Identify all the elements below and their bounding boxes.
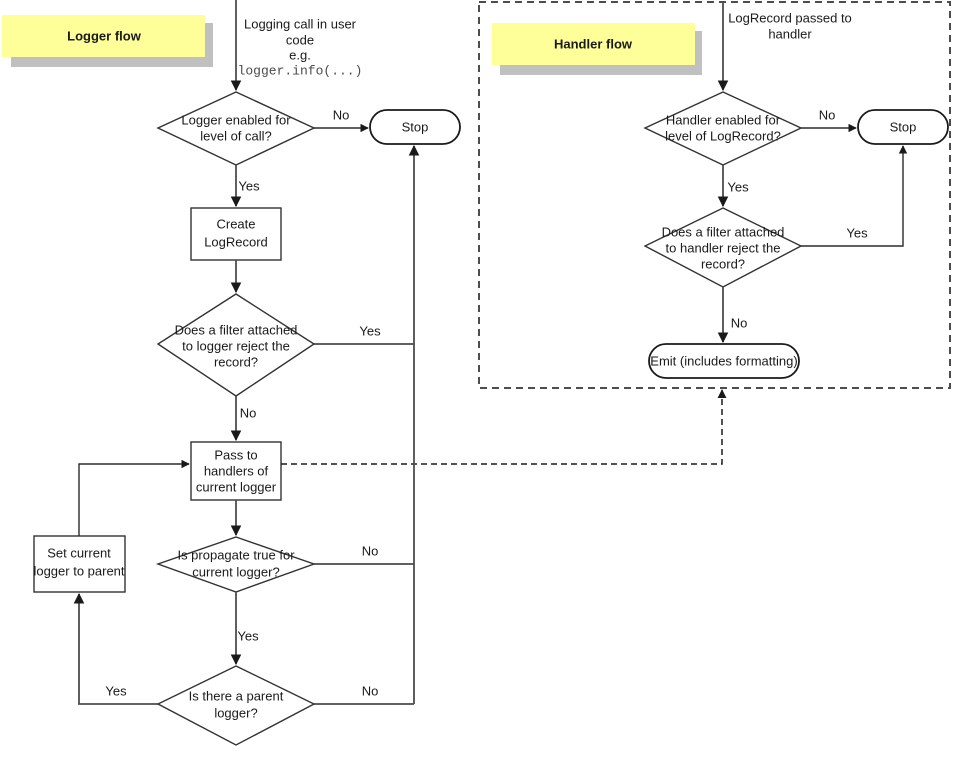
handler-flow-banner-box xyxy=(492,23,695,65)
edge-label-parent-logger-yes: Yes xyxy=(105,683,127,698)
node-pass-to-handlers-line3: current logger xyxy=(196,479,277,494)
node-handler-enabled: Handler enabled for level of LogRecord? xyxy=(643,91,803,166)
node-is-propagate-line1: Is propagate true for xyxy=(177,547,295,562)
node-handler-filter-line2: to handler reject the xyxy=(666,240,781,255)
node-handler-filter: Does a filter attached to handler reject… xyxy=(643,207,803,288)
node-logger-stop: Stop xyxy=(369,109,461,145)
node-pass-to-handlers-line1: Pass to xyxy=(214,447,257,462)
node-pass-to-handlers: Pass to handlers of current logger xyxy=(190,441,282,501)
logger-flow-banner: Logger flow xyxy=(2,15,213,67)
logger-entry-caption-line2: code xyxy=(286,32,314,47)
edge-pass-to-handler-flow xyxy=(281,389,727,465)
edge-label-logger-enabled-no: No xyxy=(333,107,350,122)
handler-entry-caption-line2: handler xyxy=(768,26,812,41)
edge-label-logger-enabled-yes: Yes xyxy=(238,178,260,193)
node-set-current-logger-line1: Set current xyxy=(47,545,111,560)
edge-label-handler-filter-yes: Yes xyxy=(846,225,868,240)
logger-entry-caption-code: logger.info(...) xyxy=(238,63,363,78)
handler-flow-banner-label: Handler flow xyxy=(554,36,633,51)
node-create-logrecord: Create LogRecord xyxy=(190,207,282,261)
node-logger-stop-label: Stop xyxy=(402,119,429,134)
node-create-logrecord-line2: LogRecord xyxy=(204,234,268,249)
node-set-current-logger-to-parent: Set current logger to parent xyxy=(33,535,126,593)
node-logger-enabled-line2: level of call? xyxy=(200,128,272,143)
handler-entry-caption: LogRecord passed to handler xyxy=(728,10,852,41)
node-parent-logger-line2: logger? xyxy=(214,705,257,720)
handler-entry-caption-line1: LogRecord passed to xyxy=(728,10,852,25)
node-set-current-logger-shape xyxy=(33,535,126,593)
edge-label-parent-logger-no: No xyxy=(362,683,379,698)
node-parent-logger-line1: Is there a parent xyxy=(189,688,284,703)
node-pass-to-handlers-shape xyxy=(190,441,282,501)
edge-label-logger-filter-no: No xyxy=(240,405,257,420)
node-handler-filter-line1: Does a filter attached xyxy=(662,224,785,239)
edge-label-handler-enabled-no: No xyxy=(819,107,836,122)
node-logger-filter: Does a filter attached to logger reject … xyxy=(156,293,316,397)
edge-label-propagate-yes: Yes xyxy=(237,628,259,643)
logger-flow-banner-label: Logger flow xyxy=(67,28,142,43)
edge-label-logger-filter-yes: Yes xyxy=(359,323,381,338)
handler-flow-banner: Handler flow xyxy=(492,23,702,75)
logger-flow-banner-box xyxy=(2,15,205,57)
node-logger-filter-line2: to logger reject the xyxy=(182,338,290,353)
node-handler-enabled-line2: level of LogRecord? xyxy=(665,128,781,143)
node-is-propagate-line2: current logger? xyxy=(192,564,279,579)
edge-label-handler-enabled-yes: Yes xyxy=(727,179,749,194)
handler-flow-region-border xyxy=(478,1,951,389)
node-emit: Emit (includes formatting) xyxy=(648,343,800,379)
logger-entry-caption-line1: Logging call in user xyxy=(244,16,357,31)
node-logger-filter-line3: record? xyxy=(214,354,258,369)
node-emit-shape xyxy=(648,343,800,379)
edge-set-parent-to-pass xyxy=(78,459,190,536)
node-logger-enabled: Logger enabled for level of call? xyxy=(156,91,316,166)
edge-handler-filter-yes xyxy=(801,145,908,247)
edge-label-handler-filter-no: No xyxy=(731,315,748,330)
node-handler-stop-shape xyxy=(857,109,949,145)
node-parent-logger: Is there a parent logger? xyxy=(156,665,316,746)
node-handler-stop-label: Stop xyxy=(890,119,917,134)
node-handler-stop: Stop xyxy=(857,109,949,145)
node-pass-to-handlers-line2: handlers of xyxy=(204,463,269,478)
edge-label-propagate-no: No xyxy=(362,543,379,558)
node-logger-filter-line1: Does a filter attached xyxy=(175,322,298,337)
logger-entry-caption-line3: e.g. xyxy=(289,47,311,62)
node-emit-label: Emit (includes formatting) xyxy=(650,353,797,368)
logger-entry-caption: Logging call in user code e.g. logger.in… xyxy=(238,16,363,78)
node-logger-stop-shape xyxy=(369,109,461,145)
node-set-current-logger-line2: logger to parent xyxy=(33,563,124,578)
node-is-propagate: Is propagate true for current logger? xyxy=(155,536,317,593)
edge-parent-logger-yes xyxy=(73,592,158,705)
node-logger-enabled-line1: Logger enabled for xyxy=(181,112,291,127)
node-create-logrecord-line1: Create xyxy=(216,216,255,231)
node-handler-filter-line3: record? xyxy=(701,256,745,271)
node-parent-logger-shape xyxy=(156,665,316,746)
node-handler-enabled-line1: Handler enabled for xyxy=(666,112,781,127)
